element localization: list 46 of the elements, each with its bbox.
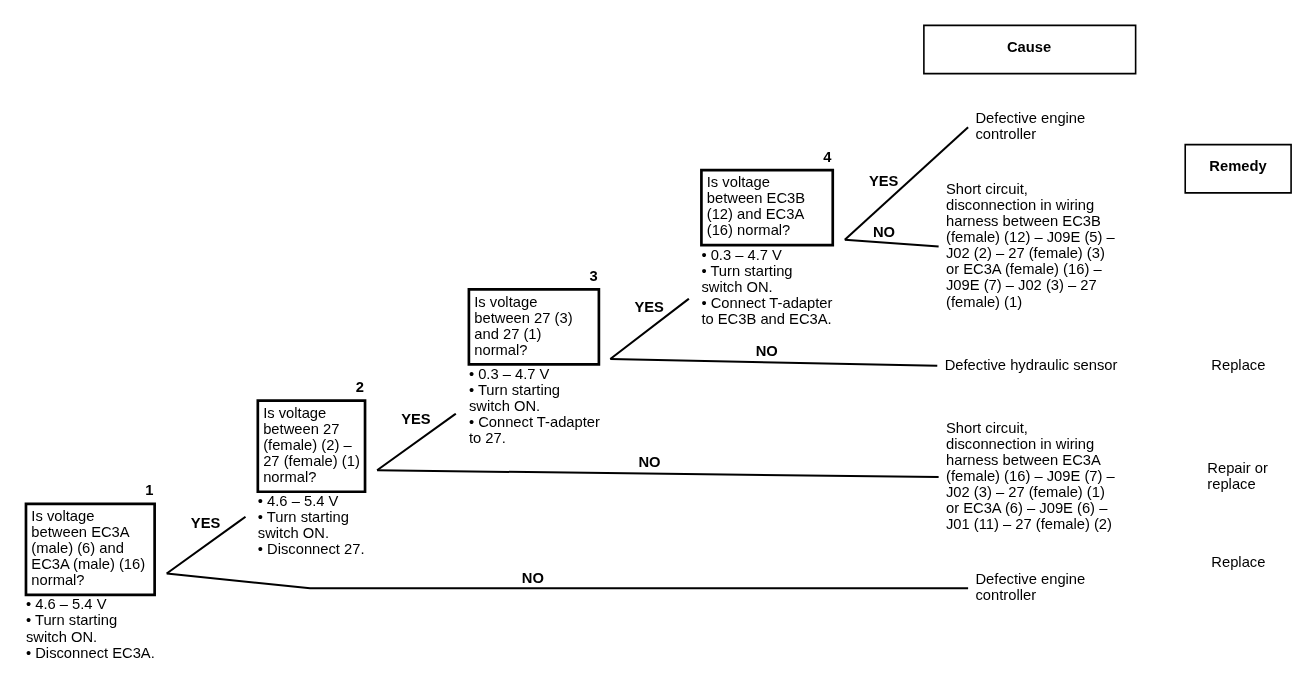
connector [377,468,939,478]
node-text: Short circuit, disconnection in wiring harness between EC3B (female) (12) – J09E (5) – J02 (2) – 27 (female) (3) or EC3A (female) (16) – J09E (7) – J02 (3) – 27 (female) (1) [946,180,1115,310]
node-label: • 4.6 – 5.4 V [257,492,339,509]
connector [166,572,969,589]
node-label: • 0.3 – 4.7 V [468,365,550,382]
edge-label: YES [634,298,664,315]
edge-label: YES [190,514,221,531]
node-label: • Turn starting switch ON. [468,381,561,414]
node-label: • Turn starting switch ON. [257,508,349,541]
node-label: • Connect T-adapter to 27. [468,413,600,446]
node-box: Is voltage between 27 (female) (2) – 27 (female) (1) normal? [256,398,367,493]
node-label: • Turn starting switch ON. [701,262,793,295]
node-label: 3 [589,267,598,284]
node-label: 1 [145,481,154,498]
connector [609,297,690,360]
label: Replace [1211,356,1266,373]
edge-label: NO [872,223,896,240]
node-label: 4 [823,148,832,165]
connector [844,125,969,241]
edge-label: NO [521,569,544,586]
label: Replace [1211,553,1266,570]
node-text: Short circuit, disconnection in wiring harness between EC3A (female) (16) – J09E (7) – J02 (3) – 27 (female) (1) or EC3A (6) – J09E (6) – J01 (11) – 27 (female) (2) [946,419,1115,532]
label: Repair or replace [1207,459,1268,492]
node-label: • Disconnect EC3A. [25,644,155,661]
edge-label: YES [868,172,899,189]
connector [376,412,457,471]
node-text: Defective engine controller [975,570,1086,603]
node-label: 2 [355,378,364,395]
label: Remedy [1209,157,1267,174]
node-box: Is voltage between EC3A (male) (6) and EC3A (male) (16) normal? [24,501,156,596]
connector [166,515,247,574]
node-label: • Disconnect 27. [257,540,365,557]
node-text: Defective engine controller [975,109,1086,142]
label: Cause [1006,38,1052,55]
node-label: • Connect T-adapter to EC3B and EC3A. [701,294,833,327]
node-label: • Turn starting switch ON. [25,611,118,645]
node-text: Defective hydraulic sensor [944,356,1118,373]
edge-label: YES [401,410,431,427]
node-label: • 0.3 – 4.7 V [701,246,782,263]
node-label: • 4.6 – 5.4 V [25,595,107,612]
node-box: Is voltage between 27 (3) and 27 (1) normal? [467,287,601,366]
edge-label: NO [638,453,661,470]
node-box: Is voltage between EC3B (12) and EC3A (16) normal? [700,168,835,246]
edge-label: NO [755,342,778,359]
connector [610,357,938,367]
connector [844,238,939,247]
